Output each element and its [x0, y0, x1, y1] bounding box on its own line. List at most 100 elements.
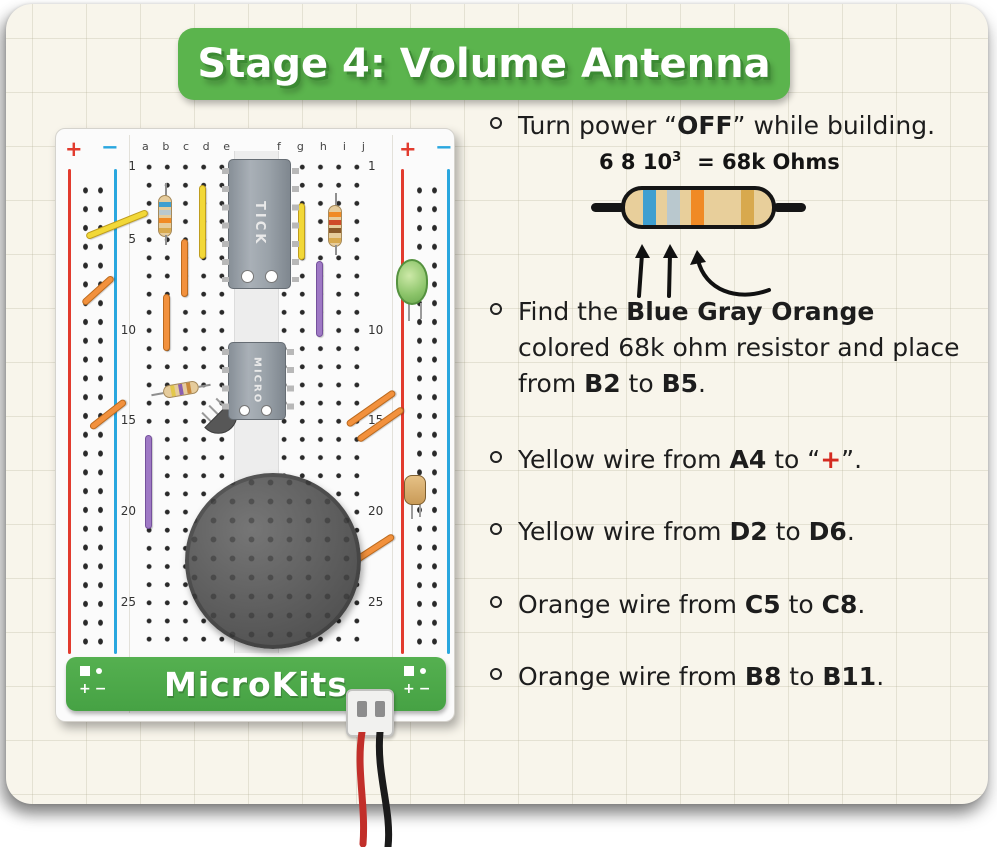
- band-orange: [329, 212, 341, 217]
- led-body: [396, 259, 428, 305]
- page-title: Stage 4: Volume Antenna: [197, 41, 771, 87]
- resistor-formula: 6 8 103= 68k Ohms: [599, 150, 840, 174]
- instruction-text: Turn power “OFF” while building.: [518, 111, 936, 140]
- band-gold: [329, 238, 341, 243]
- col-label-h: h: [319, 140, 327, 153]
- right-rail-blue-line: [447, 169, 450, 654]
- band-pointer-arrows: [635, 244, 771, 298]
- col-label-g: g: [296, 140, 304, 153]
- logo-deco-left: +−: [78, 666, 120, 704]
- chip-legs: [287, 349, 294, 413]
- col-label-i: i: [342, 140, 346, 153]
- resistor-body: [158, 195, 172, 237]
- row-number: 25: [120, 595, 136, 609]
- col-label-j: j: [361, 140, 365, 153]
- instruction-yellow-wire-d2: Yellow wire from D2 to D6.: [488, 514, 993, 550]
- connector-slot: [357, 701, 367, 717]
- chip-label: MICRO: [251, 357, 263, 405]
- band-orange: [185, 382, 192, 394]
- right-rail-holes: [412, 181, 442, 645]
- col-label-c: c: [182, 140, 190, 153]
- rail-divider-left: [129, 135, 130, 713]
- deco-plus-minus: +−: [403, 681, 435, 697]
- rail-divider-right: [392, 135, 393, 713]
- row-number: 10: [120, 323, 136, 337]
- resistor-lead-right: [773, 203, 806, 212]
- band-blue: [643, 190, 656, 225]
- band-brown: [329, 228, 341, 233]
- chip-label: TICK: [252, 201, 267, 247]
- orange-wire-b8-b11: [163, 294, 170, 351]
- black-power-wire: [375, 732, 393, 847]
- instruction-find-resistor: Find the Blue Gray Orange colored 68k oh…: [488, 294, 973, 402]
- deco-plus-minus: +−: [79, 681, 111, 697]
- col-label-d: d: [202, 140, 210, 153]
- breadboard: + − + − a b c d e f g h: [55, 128, 455, 737]
- band-red: [329, 220, 341, 225]
- led-leg: [420, 303, 422, 319]
- resistor-lead: [151, 392, 164, 397]
- row-number: 20: [120, 504, 136, 518]
- resistor-lead: [165, 183, 167, 197]
- bullet-icon: [490, 451, 502, 463]
- resistor-lead: [335, 245, 337, 255]
- chip-foot: [262, 406, 271, 415]
- resistor-i3-i6: [328, 193, 344, 259]
- col-label-e: e: [223, 140, 230, 153]
- row-number: 20: [368, 504, 384, 518]
- deco-dot-icon: [96, 668, 102, 674]
- resistor-lead: [165, 235, 167, 245]
- resistor-body: [621, 186, 776, 229]
- col-label-f: f: [277, 140, 281, 153]
- speaker: [185, 473, 361, 649]
- instruction-orange-wire-b8: Orange wire from B8 to B11.: [488, 659, 993, 695]
- band-yellow: [170, 385, 176, 397]
- row-number: 5: [128, 232, 136, 246]
- instruction-text: Yellow wire from D2 to D6.: [518, 517, 855, 546]
- column-labels-right: f g h i j: [277, 140, 365, 153]
- ic-chip-tick: TICK: [222, 159, 299, 289]
- title-banner: Stage 4: Volume Antenna: [178, 28, 790, 100]
- resistor-illustration: [591, 186, 811, 230]
- logo-deco-right: +−: [402, 666, 444, 704]
- purple-wire-a16-a21: [145, 435, 152, 529]
- instruction-text: Find the Blue Gray Orange colored 68k oh…: [518, 297, 960, 398]
- row-number: 15: [120, 413, 136, 427]
- band-orange: [159, 218, 171, 223]
- formula-exponent: 3: [672, 150, 682, 165]
- instruction-power-off: Turn power “OFF” while building.: [488, 108, 993, 144]
- left-rail-red-line: [68, 169, 71, 654]
- resistor-color-code-figure: 6 8 103= 68k Ohms: [591, 150, 840, 302]
- instruction-yellow-wire-a4: Yellow wire from A4 to “+”.: [488, 442, 993, 478]
- deco-dot-icon: [420, 668, 426, 674]
- capacitor-leg: [419, 503, 421, 517]
- band-gold: [159, 228, 171, 233]
- instruction-text: Orange wire from B8 to B11.: [518, 662, 885, 691]
- instruction-text: Orange wire from C5 to C8.: [518, 590, 866, 619]
- green-led: [396, 259, 436, 325]
- row-number: 25: [368, 595, 384, 609]
- instruction-text: Yellow wire from A4 to “+”.: [518, 445, 863, 474]
- band-gray: [667, 190, 680, 225]
- col-label-a: a: [142, 140, 149, 153]
- power-wires: [356, 732, 393, 847]
- ic-chip-micro: MICRO: [222, 342, 294, 420]
- worksheet-card: Stage 4: Volume Antenna + − + − a b: [6, 4, 988, 804]
- right-rail-plus-label: +: [399, 137, 417, 161]
- bullet-icon: [490, 523, 502, 535]
- capacitor-body: [404, 475, 426, 505]
- resistor-lead: [198, 383, 211, 388]
- power-connector: [346, 689, 394, 737]
- purple-wire-h6-h10: [316, 261, 323, 337]
- plus-symbol: +: [820, 445, 842, 474]
- bullet-icon: [490, 668, 502, 680]
- right-rail-minus-label: −: [435, 135, 453, 159]
- chip-legs: [222, 349, 229, 413]
- microkits-logo: MicroKits: [164, 664, 348, 704]
- resistor-68k-b2-b5: [158, 183, 174, 247]
- band-orange: [691, 190, 704, 225]
- row-number: 10: [368, 323, 384, 337]
- chip-legs: [222, 168, 229, 282]
- col-label-b: b: [162, 140, 170, 153]
